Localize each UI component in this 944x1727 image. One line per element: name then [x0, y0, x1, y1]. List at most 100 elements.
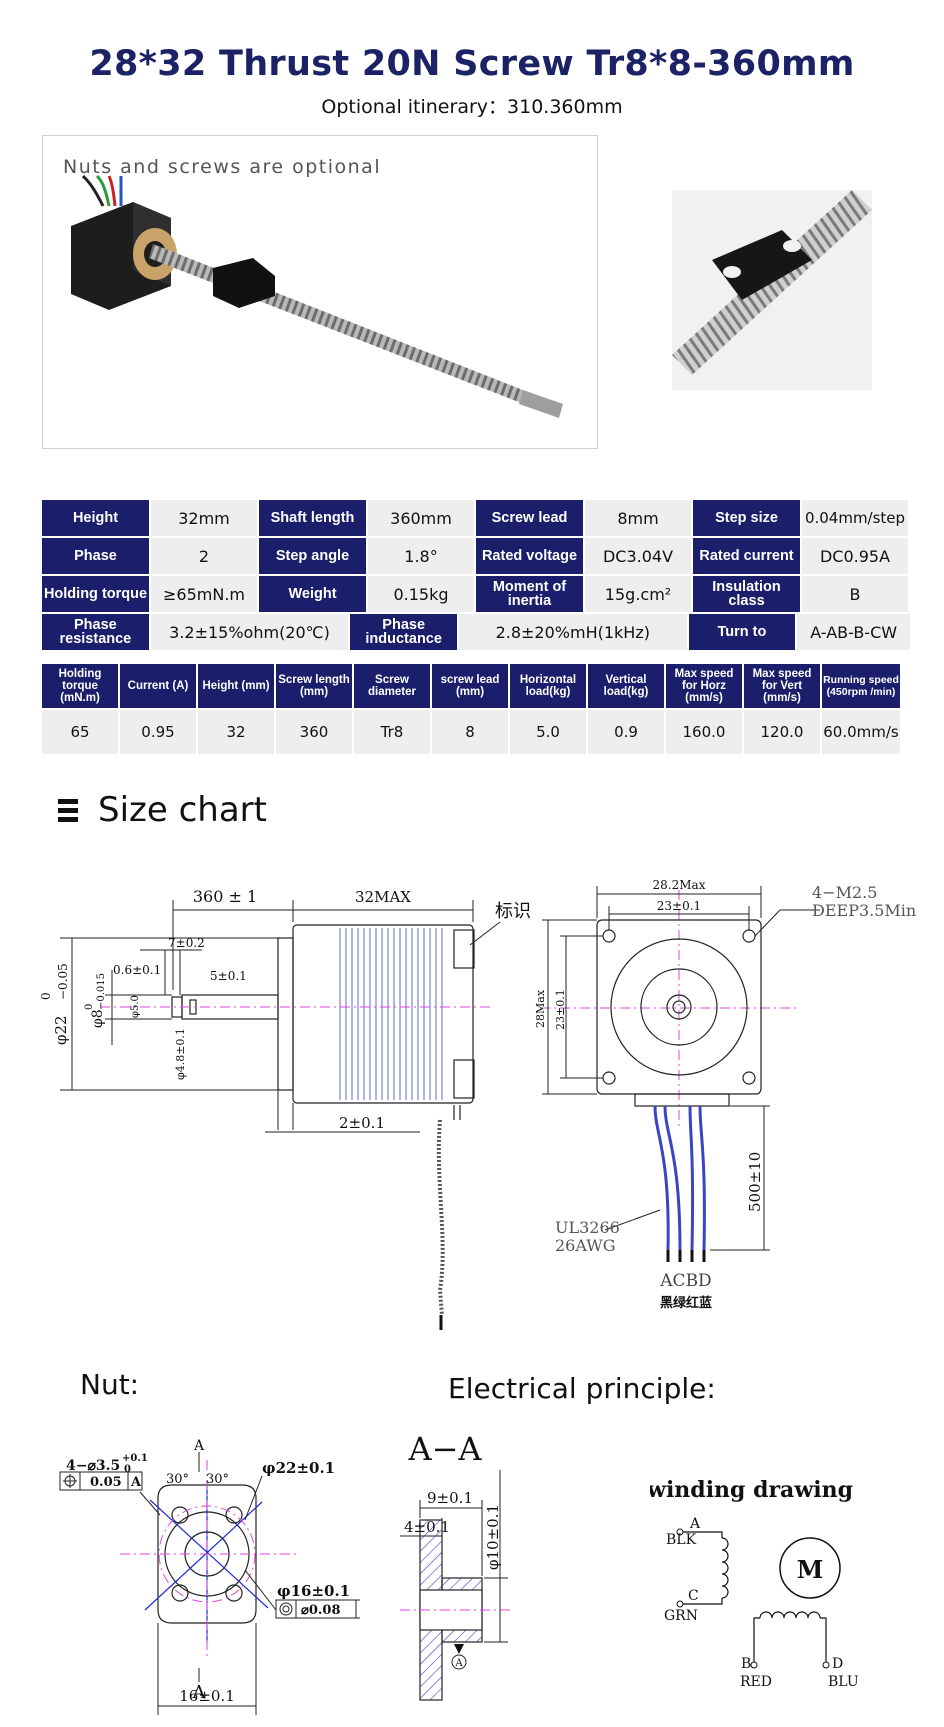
- table-header: Screw length (mm): [276, 664, 352, 708]
- table-cell: 60.0mm/s: [822, 710, 900, 754]
- mark-label: 标识: [495, 901, 531, 922]
- section-datum: A: [454, 1658, 463, 1669]
- page-title: 28*32 Thrust 20N Screw Tr8*8-360mm: [89, 44, 855, 84]
- dim-shaft-length: 360 ± 1: [193, 887, 257, 906]
- lead-wires: [653, 1105, 706, 1251]
- spec-value: 0.15kg: [368, 576, 474, 612]
- winding-drawing: winding drawing M A BLK C GRN B RED D BL…: [650, 1477, 859, 1690]
- table-header: Current (A): [120, 664, 196, 708]
- section-title: A−A: [407, 1430, 482, 1468]
- nut-hole-tol-bot: 0: [124, 1464, 131, 1475]
- pin-c: C: [688, 1588, 699, 1604]
- table-header: Holding torque (mN.m): [42, 664, 118, 708]
- spec-label: Step angle: [259, 538, 366, 574]
- dim-body-length: 32MAX: [355, 888, 411, 906]
- coil-ac: [680, 1531, 729, 1605]
- table-cell: Tr8: [354, 710, 430, 754]
- spec-label: Screw lead: [476, 500, 583, 536]
- table-header: Max speed for Horz (mm/s): [666, 664, 742, 708]
- nut-photo: [672, 190, 872, 390]
- spec-label: Rated current: [693, 538, 800, 574]
- spec-value: ≥65mN.m: [151, 576, 257, 612]
- spec-value: DC3.04V: [585, 538, 691, 574]
- dim-0-6: 0.6±0.1: [113, 963, 161, 977]
- dim-phi4-8: φ4.8±0.1: [174, 1028, 187, 1080]
- pin-b: B: [741, 1656, 751, 1672]
- size-chart-title: Size chart: [98, 790, 267, 830]
- spec-value: 32mm: [151, 500, 257, 536]
- dim-height-28: 28Max: [534, 989, 547, 1028]
- nut-angle-right: 30°: [206, 1472, 229, 1487]
- nut-position-tol: 0.05: [90, 1475, 122, 1490]
- spec-row: Phase 2 Step angle 1.8° Rated voltage DC…: [42, 538, 910, 574]
- nut-illustration: [672, 190, 872, 375]
- spec-table: Height 32mm Shaft length 360mm Screw lea…: [42, 500, 910, 652]
- table-cell: 65: [42, 710, 118, 754]
- spec-row: Holding torque ≥65mN.m Weight 0.15kg Mom…: [42, 576, 910, 612]
- table-cell: 120.0: [744, 710, 820, 754]
- electrical-heading: Electrical principle:: [448, 1372, 716, 1405]
- spec-label: Step size: [693, 500, 800, 536]
- winding-title: winding drawing: [650, 1477, 853, 1503]
- nut-concentricity: ⌀0.08: [301, 1603, 341, 1618]
- spec-label: Holding torque: [42, 576, 149, 612]
- dim-phi8-tol-top: 0: [84, 1004, 95, 1010]
- spec-label: Phase resistance: [42, 614, 149, 650]
- spec-label: Turn to: [688, 614, 796, 650]
- spec-value: 360mm: [368, 500, 474, 536]
- nut-width: 16±0.1: [179, 1687, 235, 1705]
- nut-angle-left: 30°: [166, 1472, 189, 1487]
- hole-spec: 4−M2.5: [812, 883, 877, 902]
- motor-side-view: [171, 924, 475, 1330]
- table-cell: 160.0: [666, 710, 742, 754]
- spec-label: Insulation class: [693, 576, 800, 612]
- spec-value: 2.8±20%mH(1kHz): [459, 614, 687, 650]
- spec-value: 3.2±15%ohm(20℃): [150, 614, 349, 650]
- spec-label: Weight: [259, 576, 366, 612]
- spec-value: 1.8°: [368, 538, 474, 574]
- pin-a-color: BLK: [666, 1532, 697, 1548]
- dim-2: 2±0.1: [339, 1114, 385, 1132]
- spec-label: Rated voltage: [476, 538, 583, 574]
- dim-phi8: φ8: [90, 1009, 106, 1028]
- nut-drawing: 4−⌀3.5 +0.1 0 0.05 A 30° 30° φ22±0.1 φ16…: [59, 1438, 360, 1715]
- coil-bd: [753, 1611, 827, 1662]
- dim-phi22-tol-top: 0: [39, 992, 53, 1000]
- motor-symbol: [779, 1537, 841, 1599]
- spec-label: Moment of inertia: [476, 576, 583, 612]
- pin-d: D: [832, 1656, 843, 1672]
- wire-colors: 黑绿红蓝: [660, 1295, 712, 1311]
- section-width-9: 9±0.1: [427, 1489, 473, 1507]
- performance-table: Holding torque (mN.m) Current (A) Height…: [42, 664, 910, 754]
- size-chart-drawing: 360 ± 1 32MAX 标识 7±0.2 0.6±0.1 5±0.1 2±0…: [39, 878, 916, 1330]
- nut-inner-diameter: φ16±0.1: [277, 1582, 350, 1600]
- section-aa-drawing: A−A A 9±0.1 4±0.1 φ10±0.1: [400, 1430, 510, 1701]
- dim-phi22-tol-bot: −0.05: [56, 963, 70, 1000]
- section-diameter-10: φ10±0.1: [484, 1504, 502, 1570]
- table-cell: 5.0: [510, 710, 586, 754]
- pin-a: A: [689, 1516, 701, 1532]
- size-chart-heading: Size chart: [58, 790, 267, 830]
- nut-conc-datum: A: [359, 1603, 360, 1618]
- section-mark-top: A: [193, 1438, 205, 1454]
- nut-datum-a: A: [130, 1475, 142, 1490]
- table-header: Max speed for Vert (mm/s): [744, 664, 820, 708]
- dim-width-282: 28.2Max: [653, 878, 706, 892]
- table-header: Vertical load(kg): [588, 664, 664, 708]
- dim-phi8-tol-bot: −0.015: [96, 973, 107, 1010]
- spec-label: Phase: [42, 538, 149, 574]
- page-subtitle: Optional itinerary：310.360mm: [321, 96, 623, 118]
- table-cell: 0.9: [588, 710, 664, 754]
- spec-value: B: [802, 576, 908, 612]
- dim-height-23: 23±0.1: [554, 989, 567, 1030]
- spec-value: 0.04mm/step: [802, 500, 908, 536]
- table-cell: 32: [198, 710, 274, 754]
- dim-5: 5±0.1: [210, 969, 247, 983]
- spec-label: Shaft length: [259, 500, 366, 536]
- section-width-4: 4±0.1: [404, 1518, 450, 1536]
- table-cell: 0.95: [120, 710, 196, 754]
- spec-value: 15g.cm²: [585, 576, 691, 612]
- spec-row: Height 32mm Shaft length 360mm Screw lea…: [42, 500, 910, 536]
- table-cell: 360: [276, 710, 352, 754]
- dim-phi22: φ22: [52, 1015, 70, 1045]
